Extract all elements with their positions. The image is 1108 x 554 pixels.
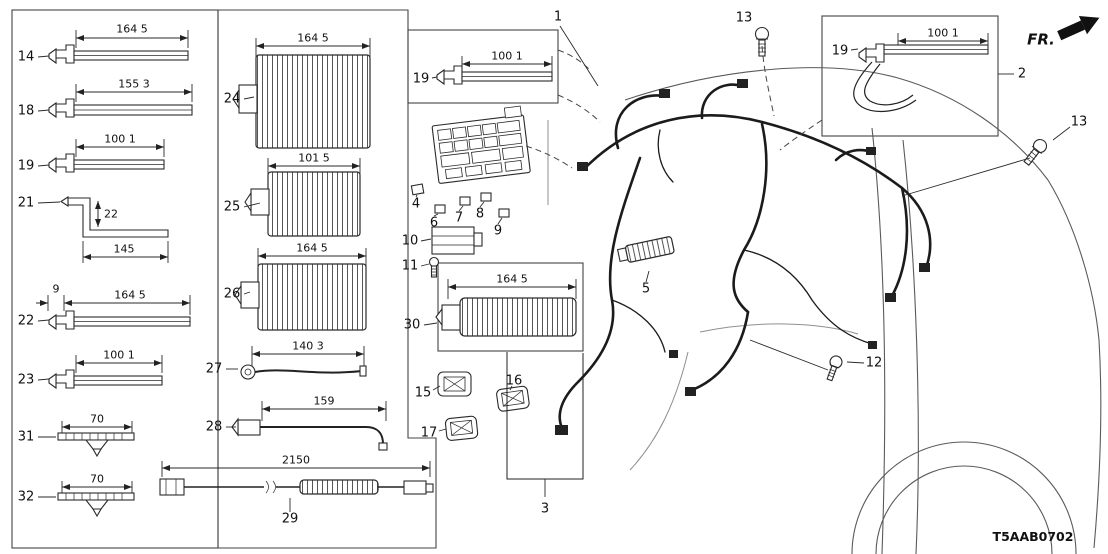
part-32-drawing [38,481,135,518]
clip-icons-4-6-7-8-9 [410,183,510,225]
bolt-13-top-drawing [754,26,775,117]
part-28-drawing [226,401,388,451]
callout-4: 4 [411,196,421,212]
callout-19-box2: 19 [831,43,849,59]
dim-19-mid: 100 1 [491,49,523,63]
dim-21-vertical: 22 [104,207,118,221]
callout-11: 11 [401,258,419,274]
callout-1-leader [559,25,599,87]
screw-11-drawing [420,256,440,278]
callout-7: 7 [454,210,464,226]
part-31-drawing [38,421,135,458]
dim-23: 100 1 [103,348,135,362]
part-27-drawing [226,346,367,380]
callout-6: 6 [429,215,439,231]
callout-31: 31 [17,429,35,445]
callout-17: 17 [420,425,438,441]
part-30-drawing [423,279,577,337]
part-23-drawing [37,355,163,390]
part-19-box2-drawing [779,33,1014,151]
dim-21-horizontal: 145 [113,242,135,256]
callout-30: 30 [403,317,421,333]
part-14-drawing [37,30,189,65]
bolt-12-drawing [749,339,865,382]
callout-12: 12 [865,355,883,371]
main-harness-drawing [555,79,932,435]
callout-19-mid: 19 [412,71,430,87]
callout-9: 9 [493,223,503,239]
callout-26: 26 [223,286,241,302]
callout-3: 3 [540,501,550,517]
grommet-16-drawing [496,385,530,412]
callout-25: 25 [223,199,241,215]
dim-32: 70 [90,472,104,486]
part-22-drawing [36,295,191,331]
callout-24: 24 [223,91,241,107]
dim-25: 101 5 [298,151,330,165]
callout-13-top: 13 [735,10,753,26]
callout-15: 15 [414,385,432,401]
callout-16: 16 [505,373,523,389]
callout-23: 23 [17,372,35,388]
dim-26: 164 5 [296,241,328,255]
grommet-17-drawing [444,415,479,441]
grommet-15-drawing [437,371,472,397]
dim-27: 140 3 [292,339,324,353]
callout-14: 14 [17,49,35,65]
fr-direction-label: FR. [1027,30,1055,49]
dim-29: 2150 [282,453,310,467]
dim-28: 159 [313,394,335,408]
part-18-drawing [37,84,193,119]
callout-27: 27 [205,361,223,377]
part-26-drawing [234,248,367,331]
dim-31: 70 [90,412,104,426]
dim-24: 164 5 [297,31,329,45]
callout-21: 21 [17,195,35,211]
fuse-box-drawing [431,105,531,184]
callout-28: 28 [205,419,223,435]
dim-18: 155 3 [118,77,150,91]
part-19-mid-drawing [431,49,601,123]
callout-5: 5 [641,281,651,297]
part-24-drawing [232,38,371,149]
part-19-left-drawing [37,139,165,174]
part-29-drawing [159,461,434,512]
dim-22-small: 9 [52,282,60,296]
grommet-leaders [432,385,513,432]
car-body-outline [547,67,1102,554]
dim-19-box2: 100 1 [927,26,959,40]
dim-14: 164 5 [116,22,148,36]
callout-18: 18 [17,103,35,119]
fuse-box-leader [525,145,573,169]
group-3-bracket [506,352,584,497]
callout-1: 1 [553,9,563,25]
callout-2: 2 [1017,66,1027,82]
part-25-drawing [243,158,361,237]
callout-19-left: 19 [17,158,35,174]
fr-arrow-icon [1057,15,1100,41]
callout-22: 22 [17,313,35,329]
panel-borders [11,9,999,549]
part-code: T5AAB0702 [992,528,1074,544]
dim-22: 164 5 [114,288,146,302]
dim-19-left: 100 1 [104,132,136,146]
part-10-drawing [420,226,483,255]
callout-10: 10 [401,233,419,249]
callout-13-right: 13 [1070,114,1088,130]
callout-8: 8 [475,206,485,222]
part-5-drawing [616,236,675,283]
part-21-drawing [37,195,169,263]
dim-30: 164 5 [496,272,528,286]
callout-32: 32 [17,489,35,505]
bolt-13-right-drawing [901,126,1071,197]
callout-29: 29 [281,511,299,527]
